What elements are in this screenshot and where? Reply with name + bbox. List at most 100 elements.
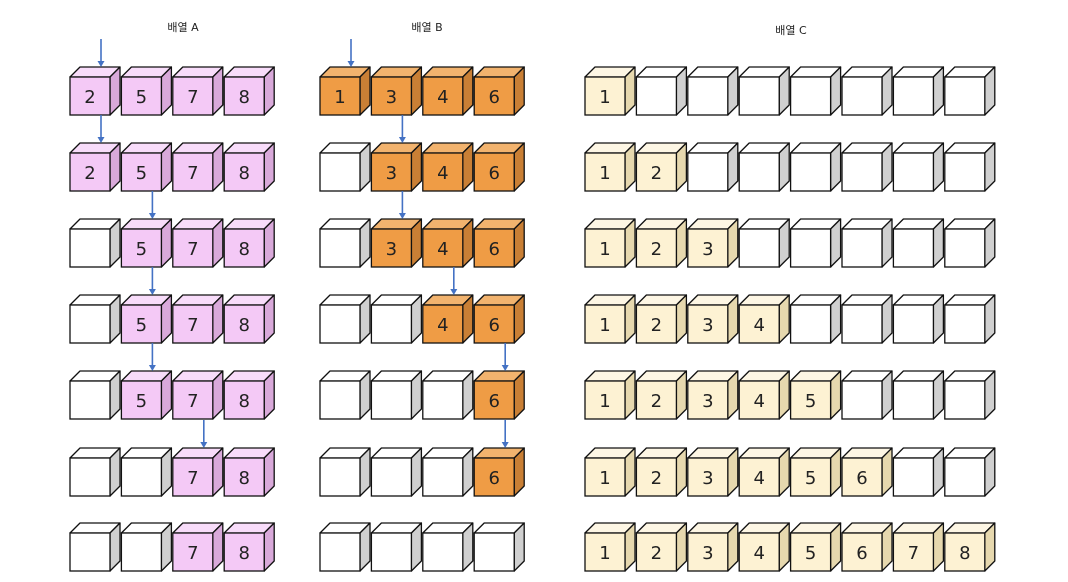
array-b-row3-cell2: 3 bbox=[370, 218, 423, 268]
array-a-row6-cell4: 8 bbox=[223, 447, 275, 497]
cube-front-face bbox=[422, 228, 464, 268]
cube-value: 4 bbox=[753, 468, 764, 489]
array-b-row3-cell4: 6 bbox=[473, 218, 525, 268]
cube-front-face bbox=[944, 457, 986, 497]
cube-front-face bbox=[422, 76, 464, 116]
array-a-row4-cell4: 8 bbox=[223, 294, 275, 344]
array-a-row2-cell1: 2 bbox=[69, 142, 121, 192]
array-b-row2-cell1 bbox=[319, 142, 371, 192]
array-c-row6-cell2: 2 bbox=[635, 447, 688, 497]
cube-value: 4 bbox=[753, 315, 764, 336]
array-b-row1-pointer-arrow bbox=[347, 39, 355, 67]
array-b-row6-cell2 bbox=[370, 447, 423, 497]
cube-front-face bbox=[223, 380, 265, 420]
cube-front-face bbox=[223, 457, 265, 497]
cube-value: 4 bbox=[437, 163, 448, 184]
array-a-row2-pointer-arrow bbox=[97, 115, 105, 143]
cube-front-face bbox=[120, 228, 163, 268]
cube-value: 2 bbox=[651, 543, 662, 564]
array-a-row7-cell1 bbox=[69, 522, 121, 572]
array-c-row2-cell5 bbox=[789, 142, 842, 192]
cube-front-face bbox=[223, 304, 265, 344]
cube-front-face bbox=[789, 228, 832, 268]
array-a-row1-pointer-arrow bbox=[97, 39, 105, 67]
cube-value: 1 bbox=[599, 543, 610, 564]
array-b-row6-cell3 bbox=[422, 447, 474, 497]
cube-front-face bbox=[738, 380, 780, 420]
array-c-row1-cell2 bbox=[635, 66, 688, 116]
cube-front-face bbox=[584, 532, 626, 572]
cube-value: 8 bbox=[238, 239, 249, 260]
cube-value: 4 bbox=[437, 87, 448, 108]
header-array-b: 배열 B bbox=[411, 21, 442, 34]
array-c-row1-cell1: 1 bbox=[584, 66, 636, 116]
cube-value: 2 bbox=[84, 87, 95, 108]
cube-front-face bbox=[687, 532, 729, 572]
cube-front-face bbox=[69, 76, 111, 116]
array-b-row5-cell3 bbox=[422, 370, 474, 420]
array-a-row4-cell3: 7 bbox=[172, 294, 224, 344]
cube-front-face bbox=[584, 304, 626, 344]
array-c-row7-cell1: 1 bbox=[584, 522, 636, 572]
cube-value: 7 bbox=[187, 315, 198, 336]
array-c-row2-cell1: 1 bbox=[584, 142, 636, 192]
cube-value: 1 bbox=[334, 87, 345, 108]
cube-front-face bbox=[473, 228, 515, 268]
arrow-head bbox=[398, 213, 406, 219]
cube-value: 2 bbox=[84, 163, 95, 184]
cube-value: 5 bbox=[136, 239, 147, 260]
array-c-row6-cell3: 3 bbox=[687, 447, 739, 497]
cube-front-face bbox=[635, 304, 678, 344]
cube-front-face bbox=[892, 380, 935, 420]
array-c-row1-cell8 bbox=[944, 66, 996, 116]
cube-front-face bbox=[319, 457, 361, 497]
array-b-row2-cell3: 4 bbox=[422, 142, 474, 192]
cube-front-face bbox=[319, 76, 361, 116]
cube-front-face bbox=[738, 228, 780, 268]
cube-value: 5 bbox=[136, 391, 147, 412]
cube-value: 8 bbox=[238, 468, 249, 489]
array-a-row5-cell1 bbox=[69, 370, 121, 420]
cube-front-face bbox=[635, 380, 678, 420]
cube-front-face bbox=[584, 380, 626, 420]
cube-value: 4 bbox=[753, 543, 764, 564]
cube-value: 3 bbox=[386, 163, 397, 184]
cube-value: 6 bbox=[856, 543, 867, 564]
array-a-row5-pointer-arrow bbox=[148, 343, 156, 371]
array-c-row7-cell3: 3 bbox=[687, 522, 739, 572]
cube-front-face bbox=[687, 76, 729, 116]
array-b-row6-pointer-arrow bbox=[501, 420, 509, 448]
array-a-row3-pointer-arrow bbox=[148, 191, 156, 219]
cube-value: 7 bbox=[908, 543, 919, 564]
cube-front-face bbox=[635, 457, 678, 497]
arrow-head bbox=[148, 289, 156, 295]
cube-value: 5 bbox=[136, 163, 147, 184]
arrow-head bbox=[148, 365, 156, 371]
array-c-row2-cell8 bbox=[944, 142, 996, 192]
cube-value: 8 bbox=[238, 163, 249, 184]
array-a-row6-cell1 bbox=[69, 447, 121, 497]
array-c-row1-cell4 bbox=[738, 66, 790, 116]
cube-value: 3 bbox=[702, 315, 713, 336]
array-b-row7-cell4 bbox=[473, 522, 525, 572]
cube-front-face bbox=[370, 532, 413, 572]
cube-front-face bbox=[370, 304, 413, 344]
cube-front-face bbox=[473, 457, 515, 497]
cube-front-face bbox=[120, 152, 163, 192]
cube-value: 2 bbox=[651, 315, 662, 336]
array-a-row1-cell2: 5 bbox=[120, 66, 173, 116]
cube-value: 2 bbox=[651, 239, 662, 260]
cube-front-face bbox=[635, 228, 678, 268]
cube-front-face bbox=[370, 76, 413, 116]
array-b-row3-pointer-arrow bbox=[398, 191, 406, 219]
cube-front-face bbox=[422, 532, 464, 572]
cube-front-face bbox=[738, 532, 780, 572]
array-a-row4-pointer-arrow bbox=[148, 267, 156, 295]
cube-front-face bbox=[319, 228, 361, 268]
cube-front-face bbox=[69, 457, 111, 497]
cube-front-face bbox=[892, 76, 935, 116]
cube-value: 7 bbox=[187, 87, 198, 108]
cube-value: 1 bbox=[599, 468, 610, 489]
cube-front-face bbox=[319, 304, 361, 344]
